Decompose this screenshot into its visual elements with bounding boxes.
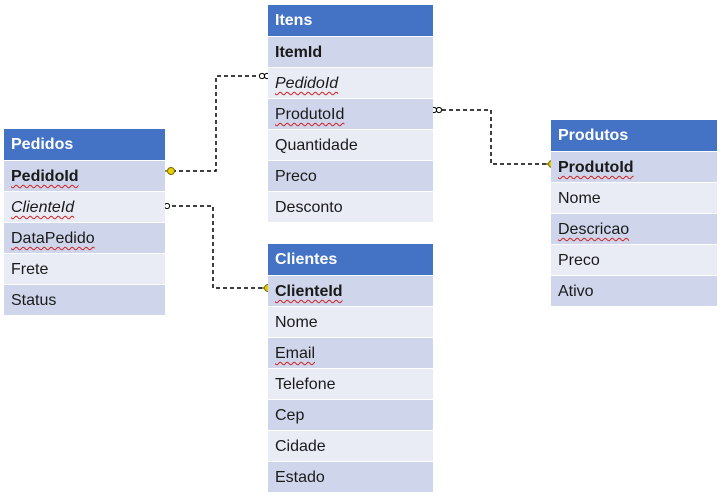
field-cep[interactable]: Cep	[268, 399, 433, 430]
field-label: PedidoId	[275, 75, 339, 92]
field-preco[interactable]: Preco	[268, 160, 433, 191]
field-label: ProdutoId	[558, 159, 634, 176]
field-label: Descricao	[558, 221, 630, 238]
field-label: ClienteId	[275, 283, 343, 300]
field-email[interactable]: Email	[268, 337, 433, 368]
table-itens[interactable]: Itens ItemId PedidoId ProdutoId Quantida…	[268, 5, 433, 222]
field-pedidoid-pk[interactable]: PedidoId	[4, 160, 165, 191]
field-pedidoid-fk[interactable]: PedidoId	[268, 67, 433, 98]
field-cidade[interactable]: Cidade	[268, 430, 433, 461]
table-header[interactable]: Clientes	[268, 244, 433, 275]
field-preco[interactable]: Preco	[551, 244, 717, 275]
table-produtos[interactable]: Produtos ProdutoId Nome Descricao Preco …	[551, 120, 717, 306]
field-estado[interactable]: Estado	[268, 461, 433, 492]
field-status[interactable]: Status	[4, 284, 165, 315]
field-quantidade[interactable]: Quantidade	[268, 129, 433, 160]
field-ativo[interactable]: Ativo	[551, 275, 717, 306]
field-label: ProdutoId	[275, 106, 345, 123]
table-header[interactable]: Produtos	[551, 120, 717, 151]
field-clienteid-pk[interactable]: ClienteId	[268, 275, 433, 306]
field-produtoid-pk[interactable]: ProdutoId	[551, 151, 717, 182]
table-header[interactable]: Pedidos	[4, 129, 165, 160]
key-icon	[165, 167, 175, 175]
field-itemid[interactable]: ItemId	[268, 36, 433, 67]
field-produtoid-fk[interactable]: ProdutoId	[268, 98, 433, 129]
field-nome[interactable]: Nome	[268, 306, 433, 337]
rel-pedidos-itens	[165, 72, 271, 175]
field-telefone[interactable]: Telefone	[268, 368, 433, 399]
field-label: Email	[275, 345, 316, 362]
field-descricao[interactable]: Descricao	[551, 213, 717, 244]
field-desconto[interactable]: Desconto	[268, 191, 433, 222]
field-frete[interactable]: Frete	[4, 253, 165, 284]
field-nome[interactable]: Nome	[551, 182, 717, 213]
table-pedidos[interactable]: Pedidos PedidoId ClienteId DataPedido Fr…	[4, 129, 165, 315]
field-label: ClienteId	[11, 199, 75, 216]
field-datapedido[interactable]: DataPedido	[4, 222, 165, 253]
table-header[interactable]: Itens	[268, 5, 433, 36]
rel-clientes-pedidos	[158, 202, 272, 292]
field-label: DataPedido	[11, 230, 95, 247]
table-clientes[interactable]: Clientes ClienteId Nome Email Telefone C…	[268, 244, 433, 492]
rel-produtos-itens	[430, 106, 556, 168]
field-clienteid-fk[interactable]: ClienteId	[4, 191, 165, 222]
field-label: PedidoId	[11, 168, 79, 185]
